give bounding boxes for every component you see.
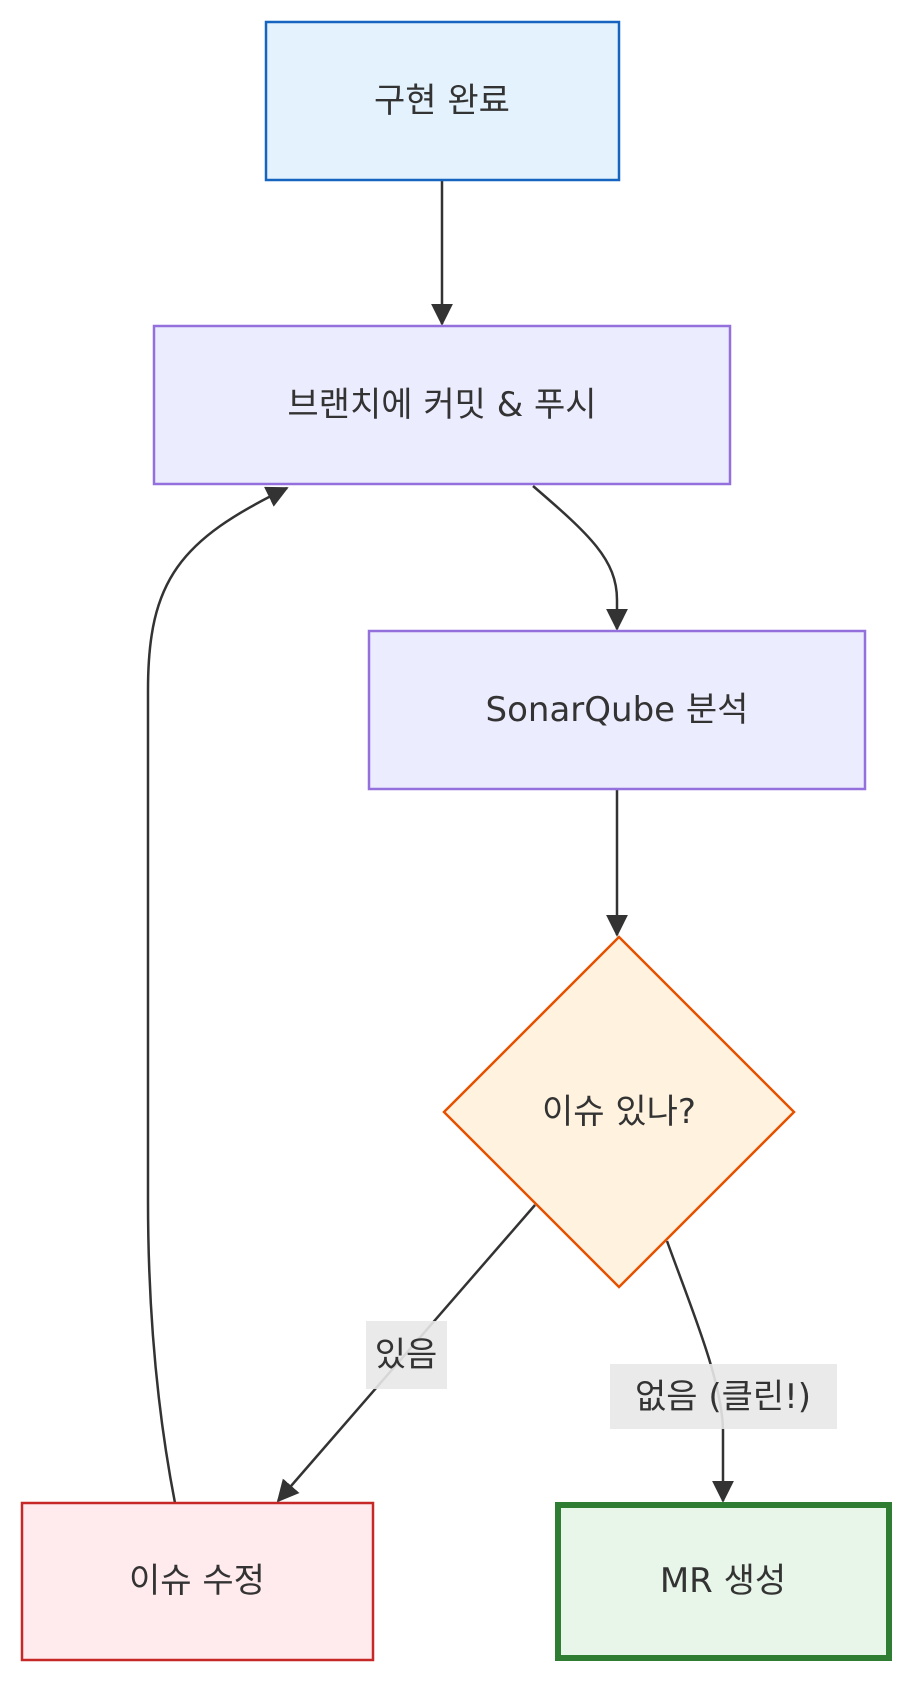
edge-label-yes: 있음 <box>366 1321 447 1389</box>
node-commit-push[interactable]: 브랜치에 커밋 & 푸시 <box>152 324 732 486</box>
node-label: SonarQube 분석 <box>486 690 749 730</box>
node-create-mr[interactable]: MR 생성 <box>555 1502 892 1661</box>
edge-label-no: 없음 (클린!) <box>610 1364 837 1429</box>
node-label: 이슈 수정 <box>129 1561 265 1601</box>
edge-push-to-sonar <box>532 485 628 631</box>
node-implementation-done[interactable]: 구현 완료 <box>264 20 621 182</box>
node-decision-has-issues[interactable]: 이슈 있나? <box>442 935 796 1289</box>
node-sonarqube-analysis[interactable]: SonarQube 분석 <box>367 629 867 791</box>
node-label: MR 생성 <box>660 1561 786 1601</box>
edge-fix-to-push <box>146 486 289 1504</box>
node-fix-issues[interactable]: 이슈 수정 <box>20 1501 375 1662</box>
node-label: 구현 완료 <box>374 81 510 121</box>
edge-label-yes-text: 있음 <box>375 1335 438 1375</box>
node-label: 이슈 있나? <box>542 1092 696 1132</box>
node-label: 브랜치에 커밋 & 푸시 <box>287 385 596 425</box>
edge-label-no-text: 없음 (클린!) <box>635 1377 811 1417</box>
